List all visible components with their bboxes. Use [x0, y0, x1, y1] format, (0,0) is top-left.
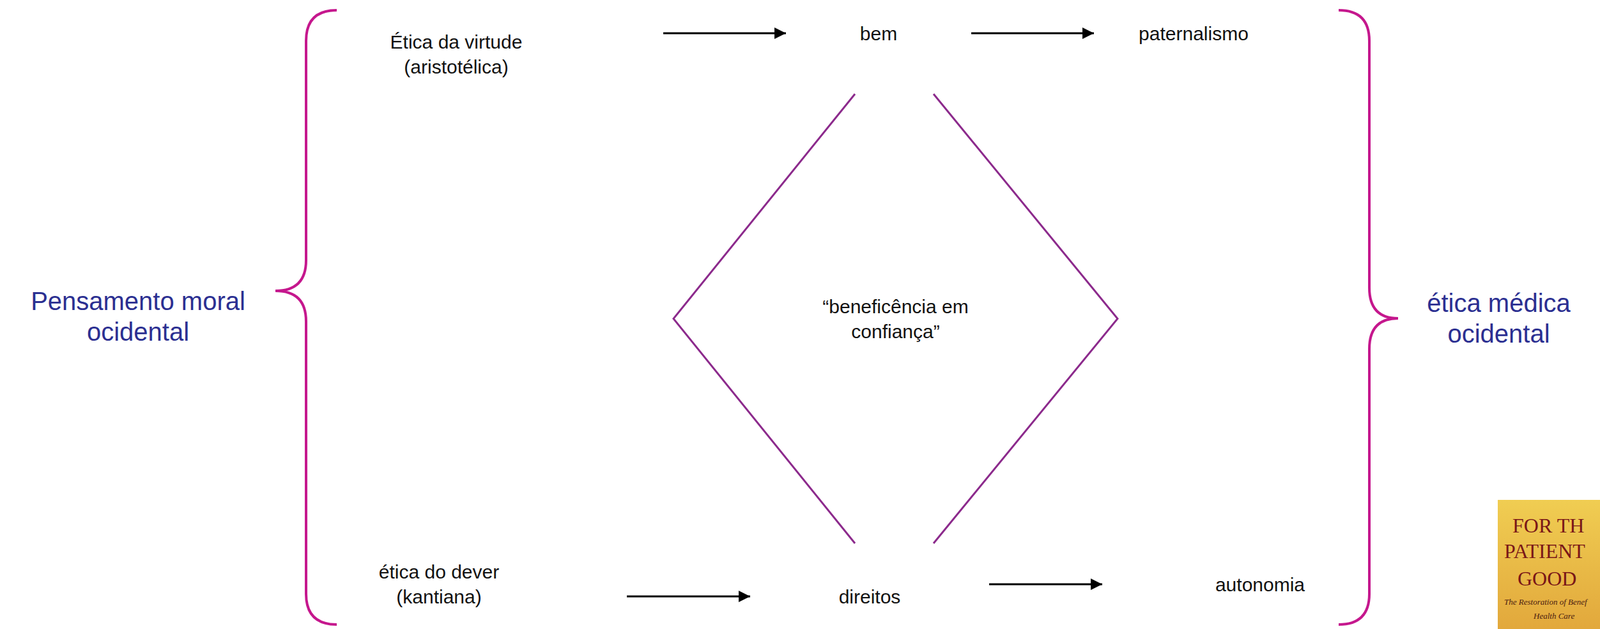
book-cover-text: The Restoration of Benef — [1504, 596, 1588, 608]
arrow-connector — [626, 595, 751, 598]
side-label: Pensamento moral ocidental — [10, 285, 266, 347]
book-cover-text: GOOD — [1517, 566, 1577, 591]
diamond-outline — [673, 93, 1118, 544]
text-node: paternalismo — [1093, 14, 1294, 53]
text-node: ética do dever (kantiana) — [251, 552, 627, 616]
diamond-edge — [933, 93, 1118, 544]
node-text: Ética da virtude (aristotélica) — [360, 29, 553, 80]
right-brace — [1338, 10, 1399, 625]
text-node: Ética da virtude (aristotélica) — [249, 23, 664, 86]
text-node: autonomia — [1102, 565, 1418, 604]
book-cover — [1497, 499, 1600, 629]
node-text: paternalismo — [1138, 21, 1249, 47]
arrow-connector — [989, 583, 1103, 586]
book-cover-text: FOR TH — [1512, 513, 1585, 538]
node-text: “beneficência em confiança” — [790, 293, 1002, 344]
book-cover-text: PATIENT — [1504, 538, 1586, 563]
arrow-connector — [663, 32, 786, 35]
left-brace — [275, 10, 337, 625]
diamond-edge — [673, 93, 855, 544]
diamond-node: “beneficência em confiança” — [673, 93, 1118, 544]
node-text: ética do dever (kantiana) — [343, 559, 535, 609]
side-label: ética médica ocidental — [1407, 287, 1590, 349]
text-node: direitos — [750, 577, 990, 616]
arrow-connector — [971, 32, 1094, 35]
node-text: bem — [860, 21, 898, 47]
text-node: bem — [785, 14, 972, 53]
book-cover-text: Health Care — [1533, 610, 1575, 622]
node-text: autonomia — [1215, 571, 1305, 597]
node-text: direitos — [838, 584, 901, 609]
